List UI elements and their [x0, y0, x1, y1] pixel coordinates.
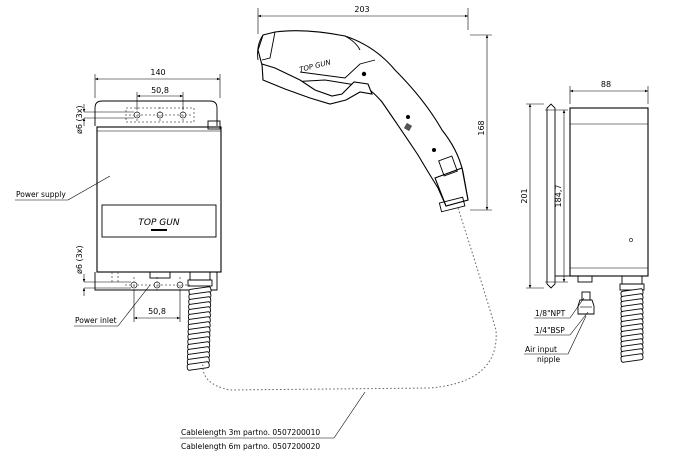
dim-hole-spacing-top: 50,8	[136, 86, 184, 110]
air-input-label-2: nipple	[537, 355, 560, 364]
dim-gun-height-text: 168	[477, 120, 486, 135]
dim-width-140-text: 140	[150, 68, 165, 77]
dim-side-depth: 88	[569, 80, 649, 104]
bsp-label: 1/4"BSP	[535, 326, 565, 335]
side-view	[546, 103, 649, 315]
dim-hole-dia-bottom: ø6 (3x)	[75, 245, 131, 296]
dim-hole-spacing-bottom-text: 50,8	[148, 307, 166, 316]
cable-hose-side	[620, 288, 644, 363]
cable-length-3m: Cablelength 3m partno. 0507200010	[181, 428, 320, 437]
npt-callout: 1/8"NPT	[534, 297, 585, 319]
power-inlet-label: Power inlet	[75, 316, 117, 325]
hose-segment	[186, 361, 210, 371]
top-gun-handpiece: TOP GUN	[257, 30, 469, 213]
dim-gun-length-text: 203	[354, 5, 369, 14]
cable-length-callout: Cablelength 3m partno. 0507200010 Cablel…	[180, 391, 366, 451]
air-input-label-1: Air input	[525, 345, 557, 354]
power-inlet-callout: Power inlet	[74, 284, 151, 327]
brand-label-plate	[101, 204, 217, 238]
dim-hole-spacing-top-text: 50,8	[151, 86, 169, 95]
dim-gun-length: 203	[257, 5, 469, 34]
top-mount-holes	[125, 107, 195, 123]
dim-width-140: 140	[94, 68, 221, 98]
dim-hole-dia-top-text: ø6 (3x)	[75, 105, 84, 134]
cable-length-6m: Cablelength 6m partno. 0507200020	[181, 442, 320, 451]
npt-label: 1/8"NPT	[535, 309, 566, 318]
dim-hole-spacing-bottom: 50,8	[133, 290, 181, 322]
dim-side-height-outer-text: 201	[520, 188, 529, 203]
bsp-callout: 1/4"BSP	[534, 311, 589, 336]
dim-side-height-outer: 201	[520, 103, 544, 289]
power-supply-label: Power supply	[16, 190, 66, 199]
dim-side-height-inner: 184,7	[545, 109, 568, 283]
dim-hole-dia-top: ø6 (3x)	[75, 104, 134, 134]
dim-side-height-inner-text: 184,7	[554, 185, 563, 208]
dim-gun-height: 168	[470, 34, 492, 211]
power-supply-callout: Power supply	[15, 175, 111, 201]
brand-label-box: TOP GUN	[138, 218, 179, 228]
bottom-mount-holes	[111, 271, 190, 293]
air-input-callout: Air input nipple	[524, 315, 587, 364]
hose-segment	[620, 353, 644, 363]
power-supply-front-view: TOP GUN	[94, 100, 222, 293]
cable-hose-front	[186, 286, 212, 371]
cable-path-dotted	[202, 207, 497, 391]
dim-side-depth-text: 88	[601, 80, 611, 89]
dim-hole-dia-bottom-text: ø6 (3x)	[75, 245, 84, 274]
